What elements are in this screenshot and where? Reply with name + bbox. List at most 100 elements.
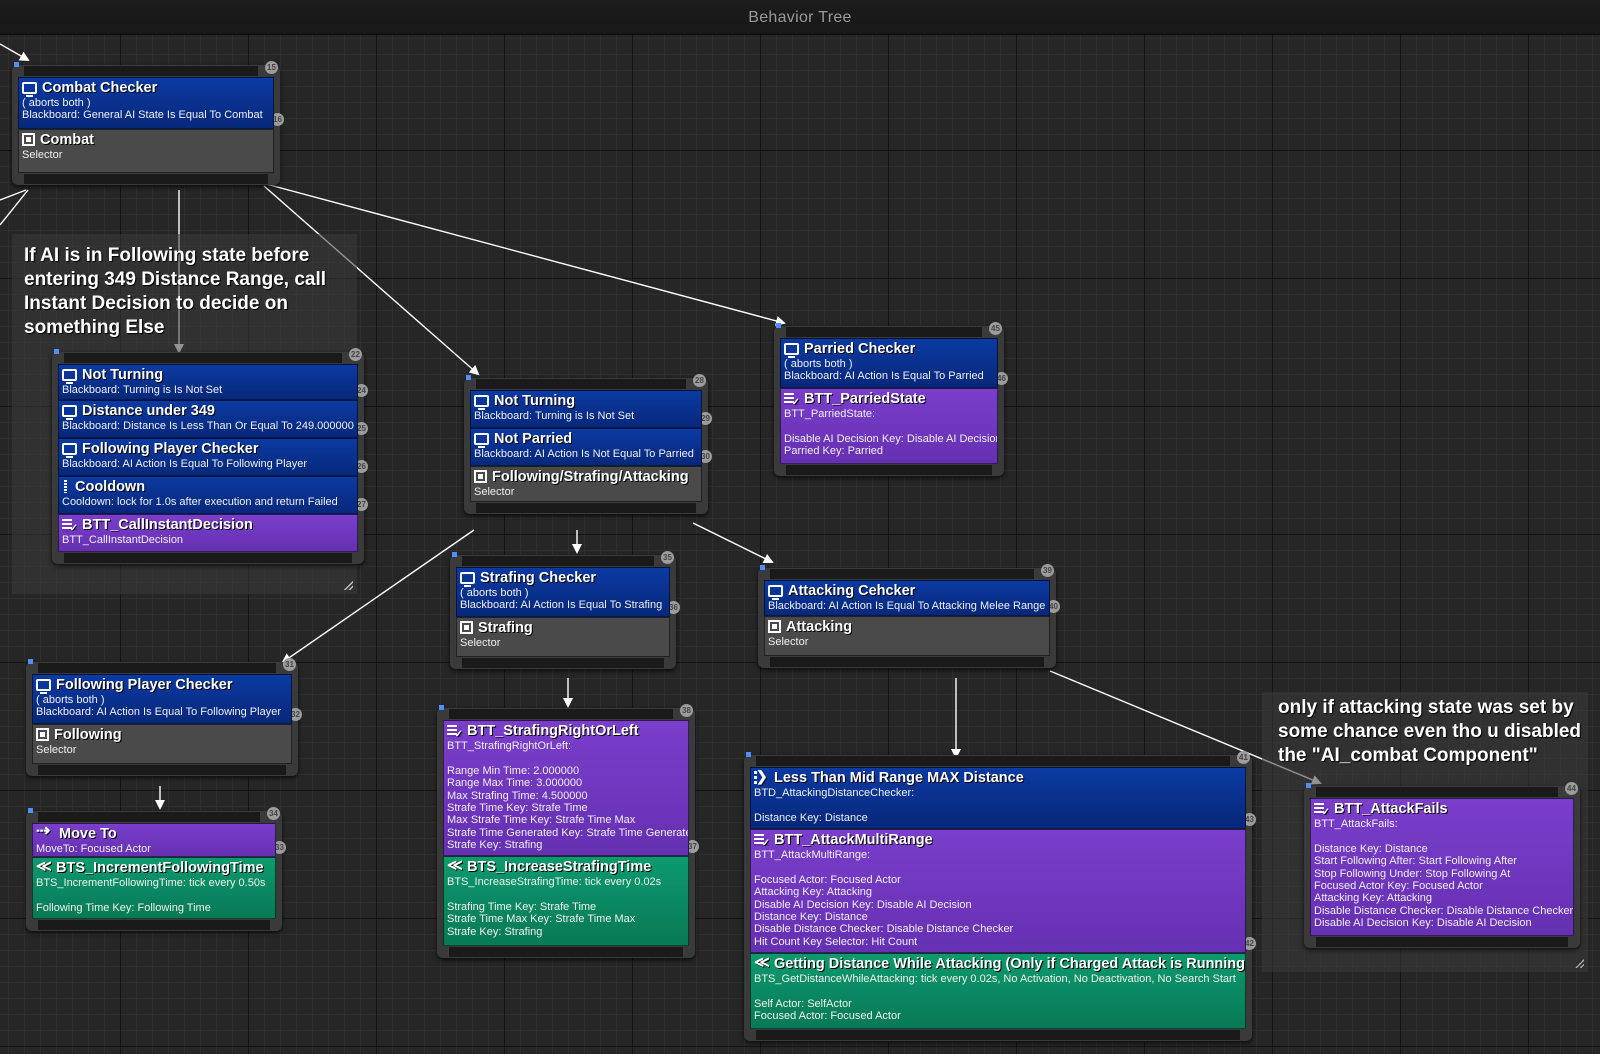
execution-index-badge: 43 <box>1243 813 1256 826</box>
input-pin[interactable] <box>1306 783 1311 788</box>
input-pin[interactable] <box>760 565 765 570</box>
input-pin[interactable] <box>28 659 33 664</box>
dec-block-parried-checker[interactable]: Parried Checker( aborts both )Blackboard… <box>780 338 998 388</box>
block-title-row: Distance under 349 <box>59 401 357 420</box>
task-block-btt-attackmultirange[interactable]: BTT_AttackMultiRangeBTT_AttackMultiRange… <box>750 829 1246 953</box>
bt-node-strafelr[interactable]: 3837BTT_StrafingRightOrLeftBTT_StrafingR… <box>437 704 699 958</box>
block-title-row: BTT_AttackMultiRange <box>751 830 1245 849</box>
output-pin-strip[interactable] <box>38 765 286 775</box>
decorator-monitor-icon <box>62 404 77 420</box>
input-pin[interactable] <box>746 752 751 757</box>
task-icon <box>62 518 78 534</box>
output-pin-strip[interactable] <box>770 657 1044 667</box>
svc-block-bts-incrementfollowingtime[interactable]: BTS_IncrementFollowingTimeBTS_IncrementF… <box>32 857 276 919</box>
input-pin[interactable] <box>54 349 59 354</box>
input-pin-strip[interactable] <box>786 327 982 337</box>
decorator-monitor-icon <box>784 342 799 358</box>
input-pin-strip[interactable] <box>38 812 260 822</box>
block-title: Move To <box>59 825 117 842</box>
block-title: Less Than Mid Range MAX Distance <box>774 769 1024 786</box>
dec-block-following-player-checker[interactable]: Following Player Checker( aborts both )B… <box>32 674 292 724</box>
selector-icon <box>22 133 35 146</box>
dec-block-strafing-checker[interactable]: Strafing Checker( aborts both )Blackboar… <box>456 567 670 617</box>
output-pin-strip[interactable] <box>64 553 352 563</box>
block-detail-line: Stop Following Under: Stop Following At <box>1314 867 1511 880</box>
block-title-row: Combat Checker <box>19 78 273 97</box>
svc-block-getting-distance-while-attacking-only-if-charged-attack-is-running[interactable]: Getting Distance While Attacking (Only i… <box>750 953 1246 1029</box>
block-title: Distance under 349 <box>82 402 215 419</box>
output-pin-strip[interactable] <box>449 947 683 957</box>
input-pin[interactable] <box>14 62 19 67</box>
block-detail-line: Blackboard: AI Action Is Equal To Follow… <box>36 706 281 719</box>
input-pin-strip[interactable] <box>756 756 1230 766</box>
block-detail-line: Strafe Time Key: Strafe Time <box>447 802 588 815</box>
output-pin-strip[interactable] <box>1316 937 1568 947</box>
output-pin-strip[interactable] <box>476 503 696 513</box>
input-pin-strip[interactable] <box>449 709 673 719</box>
input-pin-strip[interactable] <box>24 66 258 76</box>
output-pin-strip[interactable] <box>38 920 270 930</box>
task-block-btt-callinstantdecision[interactable]: BTT_CallInstantDecisionBTT_CallInstantDe… <box>58 514 358 552</box>
block-title: Attacking <box>786 618 853 635</box>
output-pin-strip[interactable] <box>24 174 268 184</box>
input-pin[interactable] <box>452 552 457 557</box>
block-title: BTT_StrafingRightOrLeft <box>467 722 639 739</box>
block-detail-line: BTS_IncrementFollowingTime: tick every 0… <box>36 877 266 889</box>
block-title: Cooldown <box>75 478 146 495</box>
task-block-btt-strafingrightorleft[interactable]: BTT_StrafingRightOrLeftBTT_StrafingRight… <box>443 720 689 856</box>
input-pin-strip[interactable] <box>476 379 686 389</box>
block-detail-line: Disable AI Decision Key: Disable AI Deci… <box>754 898 972 911</box>
dec-block-combat-checker[interactable]: Combat Checker( aborts both )Blackboard:… <box>18 77 274 129</box>
block-detail-line: Selector <box>768 636 809 648</box>
bt-node-midrange[interactable]: 414342Less Than Mid Range MAX DistanceBT… <box>744 751 1256 1041</box>
decorator-monitor-icon <box>768 584 783 600</box>
block-detail-line: Disable Distance Checker: Disable Distan… <box>754 923 1014 936</box>
input-pin-strip[interactable] <box>1316 787 1558 797</box>
input-pin[interactable] <box>776 323 781 328</box>
input-pin[interactable] <box>439 705 444 710</box>
block-title-row: BTT_StrafingRightOrLeft <box>444 721 688 740</box>
input-pin[interactable] <box>466 375 471 380</box>
block-detail-line: Blackboard: AI Action Is Equal To Attack… <box>768 600 1046 612</box>
resize-handle-icon[interactable] <box>1575 959 1584 968</box>
output-pin-strip[interactable] <box>462 658 664 668</box>
input-pin-strip[interactable] <box>38 663 276 673</box>
dec-block-less-than-mid-range-max-distance[interactable]: Less Than Mid Range MAX DistanceBTD_Atta… <box>750 767 1246 829</box>
svc-block-bts-increasestrafingtime[interactable]: BTS_IncreaseStrafingTimeBTS_IncreaseStra… <box>443 856 689 946</box>
input-pin-strip[interactable] <box>770 569 1034 579</box>
input-pin-strip[interactable] <box>64 353 342 363</box>
input-pin-strip[interactable] <box>462 556 654 566</box>
block-detail-line <box>444 888 688 900</box>
resize-handle-icon[interactable] <box>344 581 353 590</box>
output-pin-strip[interactable] <box>786 465 992 475</box>
input-pin[interactable] <box>28 808 33 813</box>
output-pin-strip[interactable] <box>756 1030 1240 1040</box>
block-title: Attacking Cehcker <box>788 582 916 599</box>
selector-icon <box>36 728 49 741</box>
